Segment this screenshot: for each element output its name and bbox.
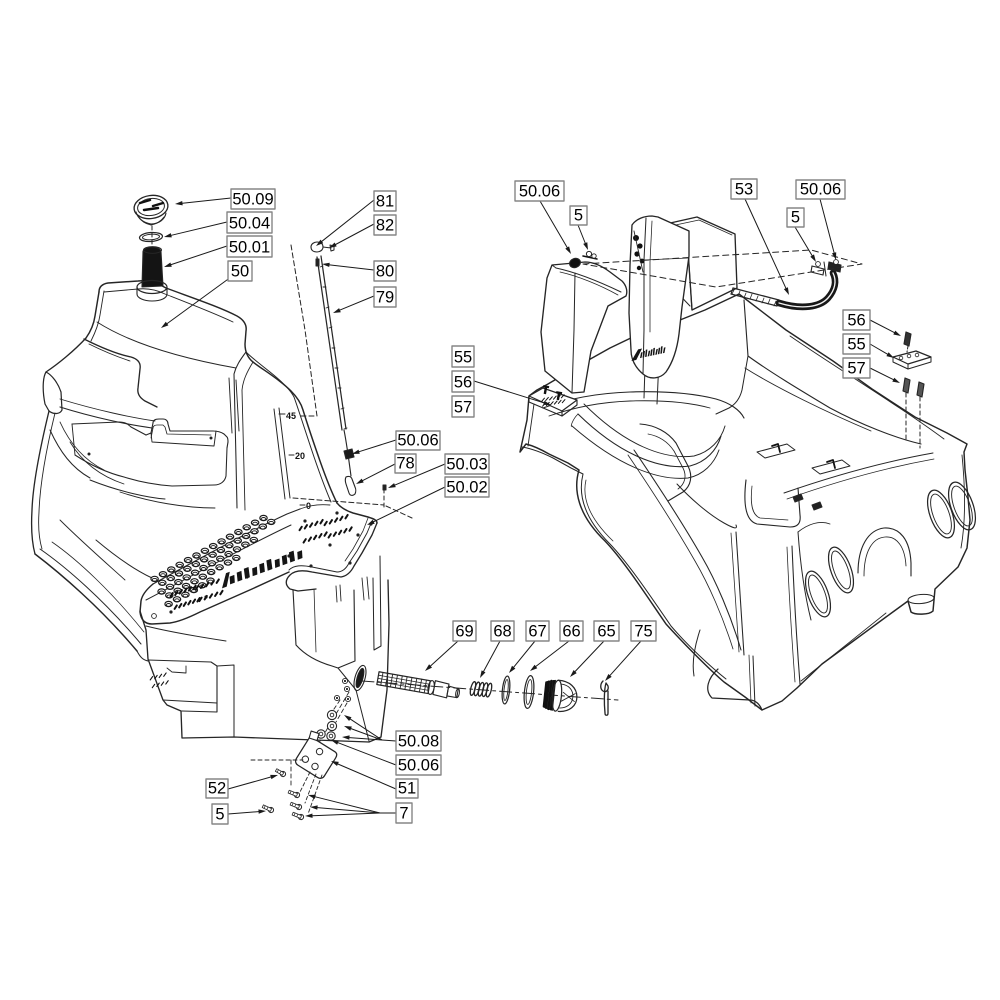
svg-text:7: 7 [399, 805, 408, 823]
svg-text:5: 5 [791, 209, 800, 227]
svg-text:57: 57 [454, 399, 472, 417]
svg-text:56: 56 [847, 312, 865, 330]
svg-text:50.08: 50.08 [398, 733, 439, 751]
svg-text:50: 50 [231, 263, 249, 281]
svg-text:56: 56 [454, 374, 472, 392]
svg-text:50.06: 50.06 [398, 757, 439, 775]
svg-text:50.02: 50.02 [446, 479, 487, 497]
svg-text:66: 66 [562, 623, 580, 641]
svg-text:67: 67 [528, 623, 546, 641]
svg-text:75: 75 [634, 623, 652, 641]
svg-text:50.06: 50.06 [397, 432, 438, 450]
svg-text:52: 52 [208, 780, 226, 798]
svg-text:55: 55 [847, 336, 865, 354]
svg-text:51: 51 [398, 780, 416, 798]
svg-text:57: 57 [847, 360, 865, 378]
svg-text:45: 45 [286, 411, 296, 421]
svg-text:50.06: 50.06 [519, 183, 560, 201]
svg-text:20: 20 [295, 451, 305, 461]
svg-text:55: 55 [454, 349, 472, 367]
svg-text:68: 68 [493, 623, 511, 641]
svg-text:5: 5 [574, 207, 583, 225]
svg-text:50.03: 50.03 [446, 456, 487, 474]
svg-text:50.04: 50.04 [229, 215, 270, 233]
svg-text:50.09: 50.09 [232, 191, 273, 209]
svg-text:78: 78 [396, 455, 414, 473]
svg-text:50.06: 50.06 [800, 181, 841, 199]
svg-text:80: 80 [376, 263, 394, 281]
svg-text:50.01: 50.01 [229, 239, 270, 257]
svg-text:79: 79 [376, 289, 394, 307]
svg-text:69: 69 [455, 623, 473, 641]
svg-text:53: 53 [735, 181, 753, 199]
svg-text:65: 65 [597, 623, 615, 641]
svg-text:82: 82 [376, 217, 394, 235]
svg-text:5: 5 [215, 806, 224, 824]
svg-text:81: 81 [376, 193, 394, 211]
